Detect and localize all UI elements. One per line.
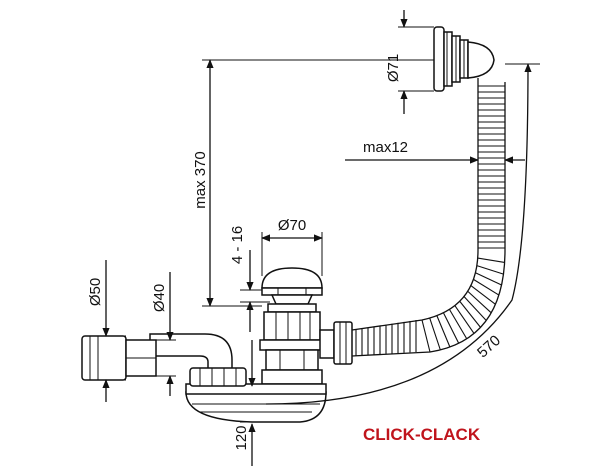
hose-ring (429, 317, 441, 351)
hose-ring (421, 319, 431, 353)
outlet-elbow (149, 333, 247, 387)
hose-ring (463, 296, 487, 321)
label-d40: Ø40 (151, 284, 168, 312)
hose-ring (448, 309, 468, 340)
dimension-120: 120 (233, 340, 262, 466)
label-570: 570 (474, 332, 504, 361)
hose-ring (459, 300, 481, 328)
hose-ring (470, 285, 496, 305)
overflow-hose (351, 78, 506, 357)
dimension-d40: Ø40 (151, 272, 176, 396)
label-4-16: 4 - 16 (229, 226, 246, 264)
product-label: CLICK-CLACK (363, 425, 481, 444)
hose-ring (436, 315, 451, 348)
dimension-d70: Ø70 (261, 217, 323, 276)
label-max12: max12 (363, 139, 408, 156)
hose-ring (442, 312, 460, 344)
hose-ring (476, 265, 504, 275)
dimension-4-16: 4 - 16 (229, 226, 270, 332)
label-d70: Ø70 (278, 217, 306, 234)
label-max370: max 370 (192, 151, 209, 209)
outlet-pipe (81, 335, 157, 381)
label-d71: Ø71 (385, 54, 402, 82)
label-120: 120 (233, 425, 250, 450)
label-d50: Ø50 (87, 278, 104, 306)
overflow-head (433, 26, 495, 92)
dimension-d71: Ø71 (385, 10, 434, 114)
hose-ring (477, 257, 505, 264)
hose-ring (473, 278, 500, 296)
dimension-d50: Ø50 (87, 260, 126, 402)
dimension-max12: max12 (345, 139, 525, 164)
hose-ring (454, 305, 475, 334)
dimension-max370: max 370 (192, 59, 434, 307)
hose-ring (467, 290, 492, 314)
drain-body (259, 303, 325, 385)
hose-connector (319, 321, 353, 365)
drain-plug (261, 267, 323, 305)
hose-ring (475, 272, 502, 286)
